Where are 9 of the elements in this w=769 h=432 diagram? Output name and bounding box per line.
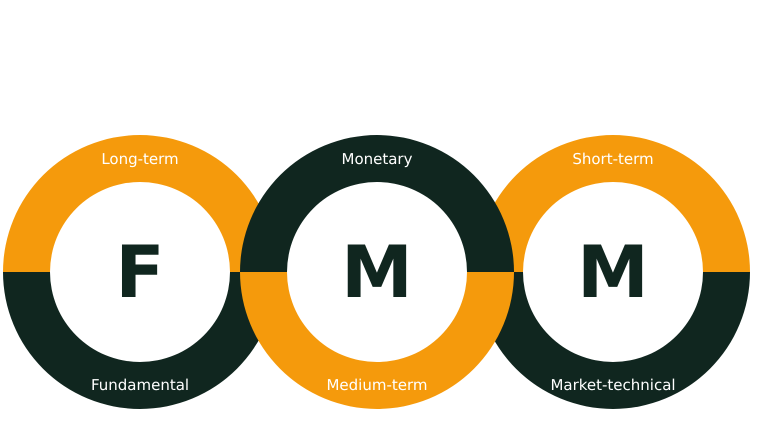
ring-label: Market-technical [550, 376, 676, 394]
letter: F [115, 230, 165, 314]
ring-label: Medium-term [326, 376, 428, 394]
ring-label: Long-term [101, 150, 179, 168]
letter: M [341, 230, 413, 314]
ring-label: Monetary [342, 150, 412, 168]
letter: M [577, 230, 649, 314]
ring-label: Fundamental [90, 376, 190, 394]
ring-label: Short-term [572, 150, 654, 168]
